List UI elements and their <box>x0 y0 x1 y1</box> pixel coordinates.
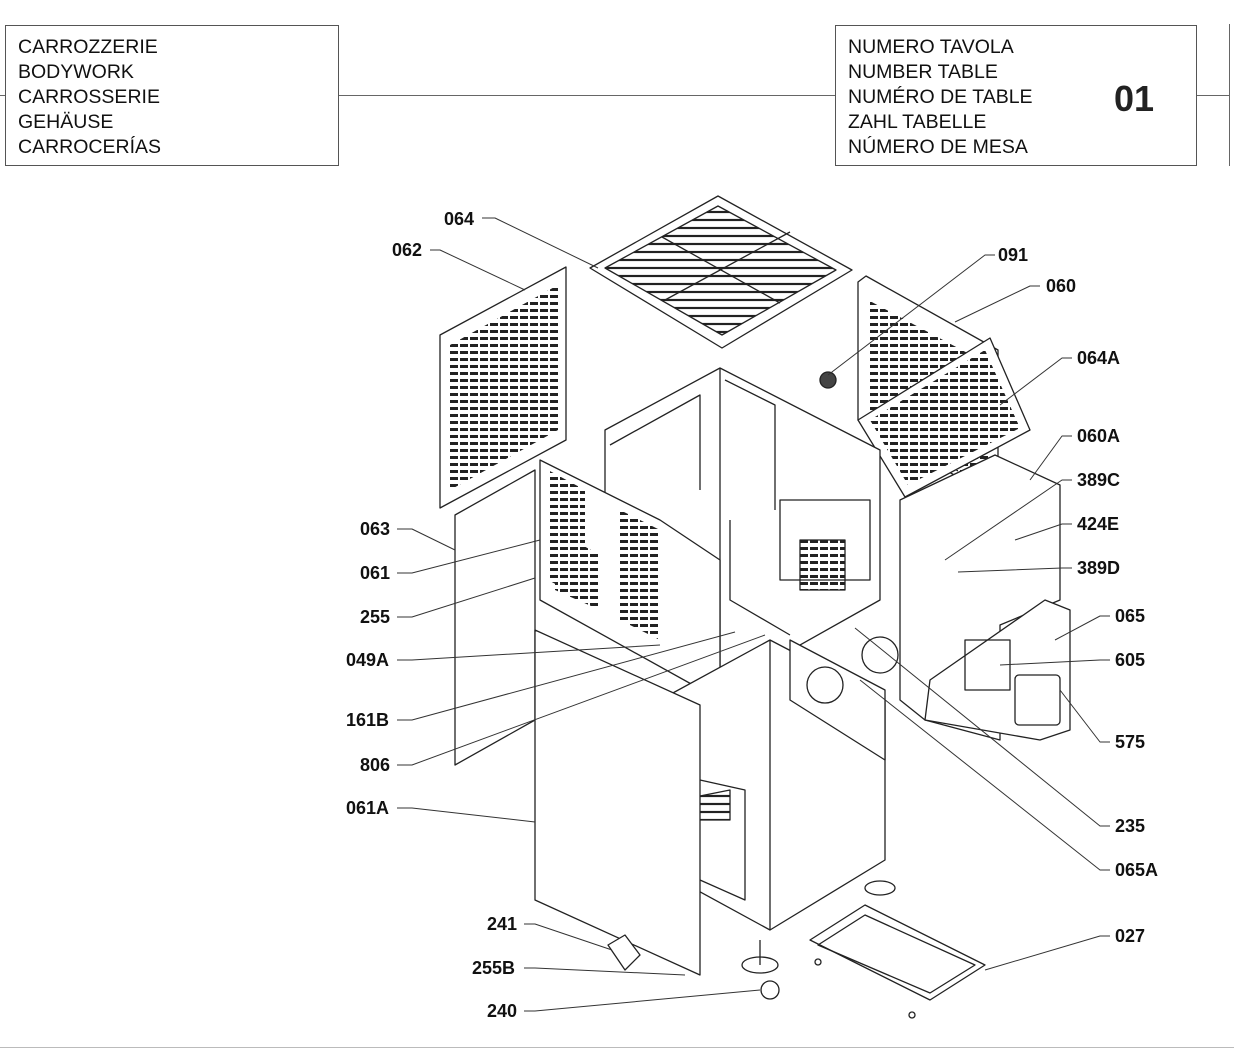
callout-161B: 161B <box>346 710 389 730</box>
header-rule-right <box>1197 95 1230 96</box>
section-title-en: BODYWORK <box>18 61 134 83</box>
table-label-es: NÚMERO DE MESA <box>848 136 1028 158</box>
section-title-box: CARROZZERIE BODYWORK CARROSSERIE GEHÄUSE… <box>5 25 339 166</box>
header-rule-middle <box>339 95 836 96</box>
callout-424E: 424E <box>1077 514 1119 534</box>
callout-389C: 389C <box>1077 470 1120 490</box>
table-label-fr: NUMÉRO DE TABLE <box>848 86 1033 108</box>
callout-064: 064 <box>444 209 474 229</box>
castor-wheel <box>741 940 780 1000</box>
callout-240: 240 <box>487 1001 517 1021</box>
callout-255: 255 <box>360 607 390 627</box>
castor-wheel-rear <box>864 880 896 896</box>
callout-061A: 061A <box>346 798 389 818</box>
callout-063: 063 <box>360 519 390 539</box>
table-label-it: NUMERO TAVOLA <box>848 36 1014 58</box>
callout-091: 091 <box>998 245 1028 265</box>
header-rule-left <box>0 95 6 96</box>
table-number-box: NUMERO TAVOLA NUMBER TABLE NUMÉRO DE TAB… <box>835 25 1197 166</box>
section-title-fr: CARROSSERIE <box>18 86 160 108</box>
callout-060: 060 <box>1046 276 1076 296</box>
top-grill-cover <box>589 195 853 349</box>
callout-255B: 255B <box>472 958 515 978</box>
callout-065: 065 <box>1115 606 1145 626</box>
callout-605: 605 <box>1115 650 1145 670</box>
callout-389D: 389D <box>1077 558 1120 578</box>
callout-049A: 049A <box>346 650 389 670</box>
lower-side-panel <box>534 629 701 976</box>
callout-064A: 064A <box>1077 348 1120 368</box>
side-louvre-panel <box>539 459 721 701</box>
knob-091 <box>819 371 837 389</box>
table-label-de: ZAHL TABELLE <box>848 111 987 133</box>
section-title-es: CARROCERÍAS <box>18 136 162 158</box>
callout-062: 062 <box>392 240 422 260</box>
callout-061: 061 <box>360 563 390 583</box>
table-label-en: NUMBER TABLE <box>848 61 998 83</box>
callout-027: 027 <box>1115 926 1145 946</box>
table-number: 01 <box>1114 78 1155 119</box>
callout-235: 235 <box>1115 816 1145 836</box>
angled-grill <box>857 337 1031 498</box>
callout-806: 806 <box>360 755 390 775</box>
section-title-de: GEHÄUSE <box>18 111 114 133</box>
drip-tray <box>809 904 986 1019</box>
back-thin-panel <box>454 469 536 766</box>
callout-575: 575 <box>1115 732 1145 752</box>
right-side-frame <box>899 454 1071 741</box>
callout-241: 241 <box>487 914 517 934</box>
bracket-241 <box>607 934 641 971</box>
right-edge-rule <box>1229 24 1230 166</box>
section-title-it: CARROZZERIE <box>18 36 158 58</box>
callout-065A: 065A <box>1115 860 1158 880</box>
footer-rule <box>0 1047 1234 1048</box>
callout-060A: 060A <box>1077 426 1120 446</box>
